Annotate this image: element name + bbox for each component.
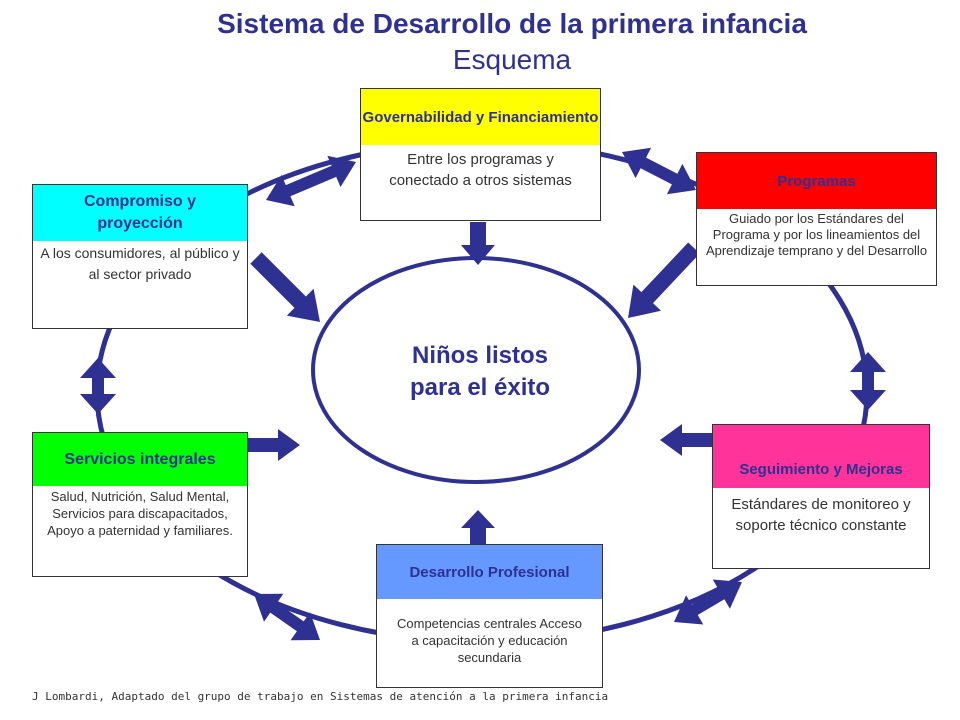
arrow-commitment-to-center [250,252,320,322]
double-arrow-left [80,358,116,414]
governance-box-title: Governabilidad y Financiamiento [361,89,600,145]
programs-box-body: Guiado por los Estándares del Programa y… [705,211,928,258]
services-box: Servicios integrales Salud, Nutrición, S… [32,432,248,577]
arrow-services-to-center [248,429,300,461]
programs-box-title: Programas [697,153,936,209]
governance-box-body: Entre los programas y conectado a otros … [389,151,572,189]
page-title: Sistema de Desarrollo de la primera infa… [217,8,807,39]
double-arrow-right [850,352,886,410]
commitment-box-body: A los consumidores, al público y al sect… [40,245,240,282]
monitoring-box-body: Estándares de monitoreo y soporte técnic… [731,496,911,534]
development-box-body: Competencias centrales Acceso a capacita… [397,616,582,665]
monitoring-box-title: Seguimiento y Mejoras [713,425,929,488]
development-box-title: Desarrollo Profesional [377,545,602,599]
footer-credit: J Lombardi, Adaptado del grupo de trabaj… [32,690,609,703]
commitment-box: Compromiso y proyección A los consumidor… [32,184,248,329]
double-arrow-bottom-right [674,579,742,625]
services-box-title: Servicios integrales [33,433,247,486]
development-box: Desarrollo Profesional Competencias cent… [376,544,603,688]
double-arrow-top-right [622,147,696,195]
center-label: Niños listos para el éxito [360,340,600,404]
governance-box: Governabilidad y Financiamiento Entre lo… [360,88,601,221]
programs-box: Programas Guiado por los Estándares del … [696,152,937,286]
arrow-programs-to-center [628,242,700,318]
page-subtitle: Esquema [452,44,572,75]
center-label-line-1: Niños listos [411,342,549,369]
double-arrow-bottom-left [254,593,320,641]
services-box-body: Salud, Nutrición, Salud Mental, Servicio… [47,489,233,538]
arrow-development-to-center [461,510,495,544]
monitoring-box: Seguimiento y Mejoras Estándares de moni… [712,424,930,569]
commitment-box-title: Compromiso y proyección [33,185,247,241]
double-arrow-top-left [266,155,356,207]
arrow-monitoring-to-center [660,424,712,456]
arrow-governance-to-center [461,222,495,265]
center-label-line-2: para el éxito [409,374,551,401]
